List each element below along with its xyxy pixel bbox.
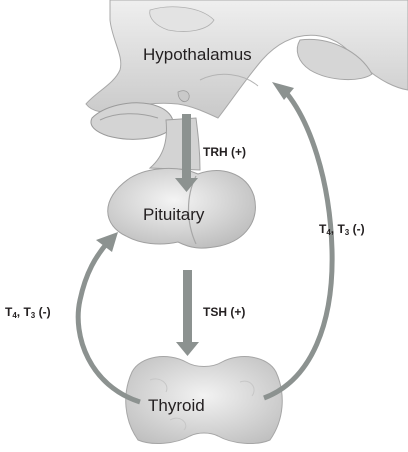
hypothalamus-tissue [86, 0, 408, 139]
t4-subscript: 4 [12, 311, 16, 320]
trh-label: TRH (+) [203, 145, 246, 159]
t3-subscript: 3 [345, 228, 349, 237]
tsh-arrow [176, 270, 199, 356]
feedback-label-right: T4, T3 (-) [319, 222, 365, 237]
feedback-sign: (-) [353, 222, 365, 236]
thyroid-label: Thyroid [148, 396, 205, 416]
feedback-sign: (-) [39, 305, 51, 319]
t4-subscript: 4 [326, 228, 330, 237]
feedback-label-left: T4, T3 (-) [5, 305, 51, 320]
t3-subscript: 3 [31, 311, 35, 320]
hypothalamus-label: Hypothalamus [143, 45, 252, 65]
tsh-label: TSH (+) [203, 305, 245, 319]
feedback-arrow-right [264, 82, 332, 398]
pituitary-label: Pituitary [143, 205, 204, 225]
